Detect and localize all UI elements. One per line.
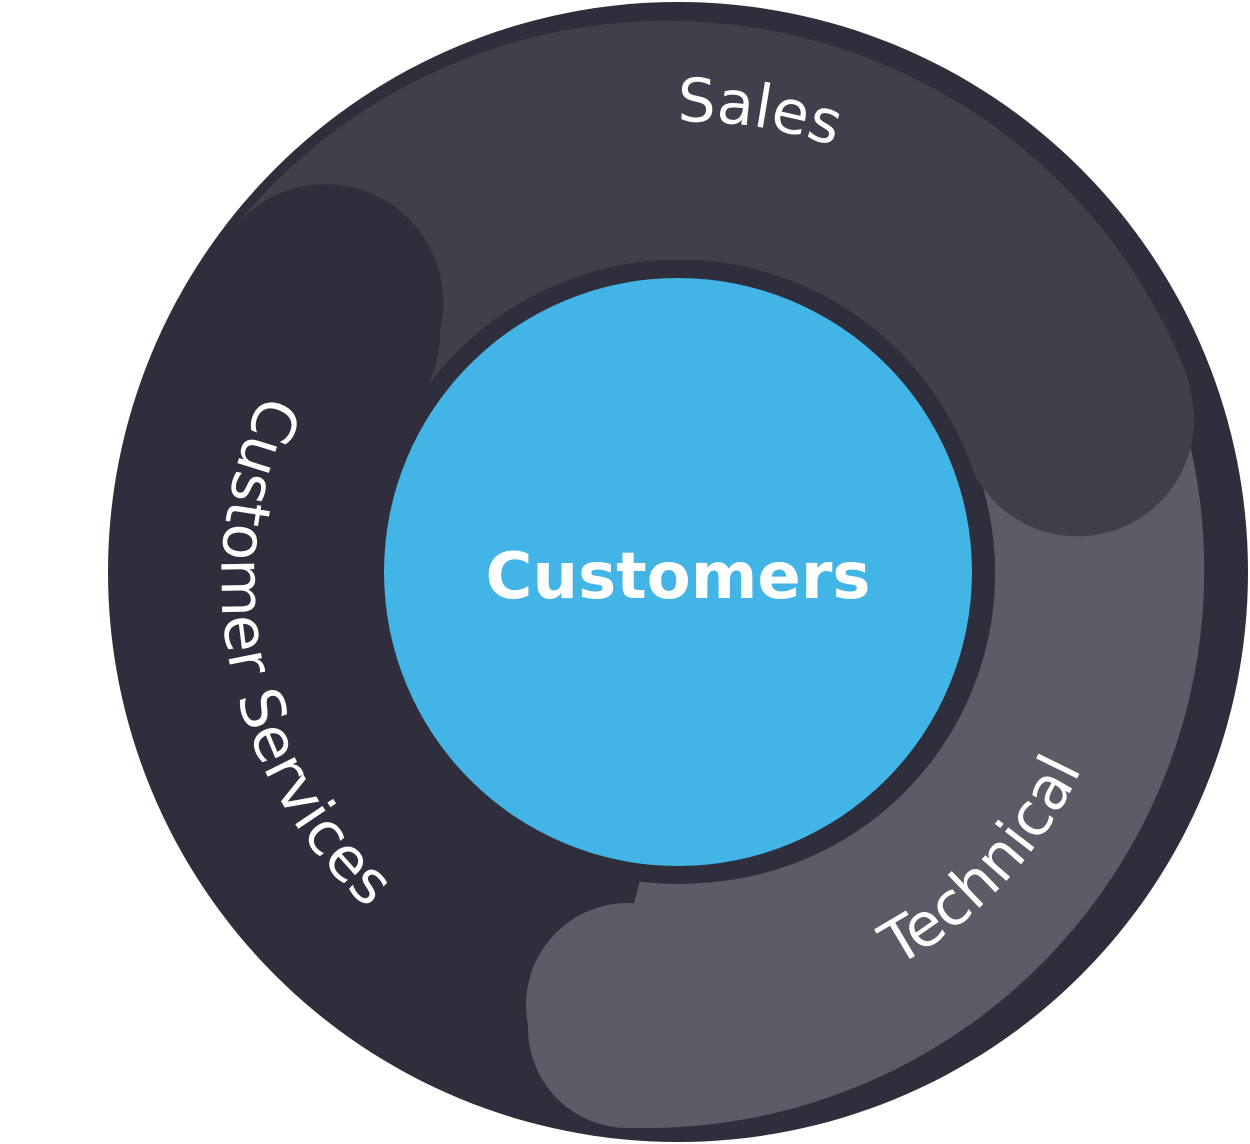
customer-services-cap	[130, 184, 444, 600]
sales-cap	[988, 306, 1192, 510]
segment-customer-services[interactable]	[130, 184, 444, 600]
technical-cap	[526, 903, 730, 1107]
center-circle[interactable]	[384, 278, 972, 866]
segment-sales[interactable]	[232, 20, 1194, 537]
center-label: Customers	[486, 540, 871, 614]
sales-band	[232, 20, 1194, 537]
segment-technical[interactable]	[526, 330, 1205, 1129]
technical-band	[528, 330, 1205, 1129]
